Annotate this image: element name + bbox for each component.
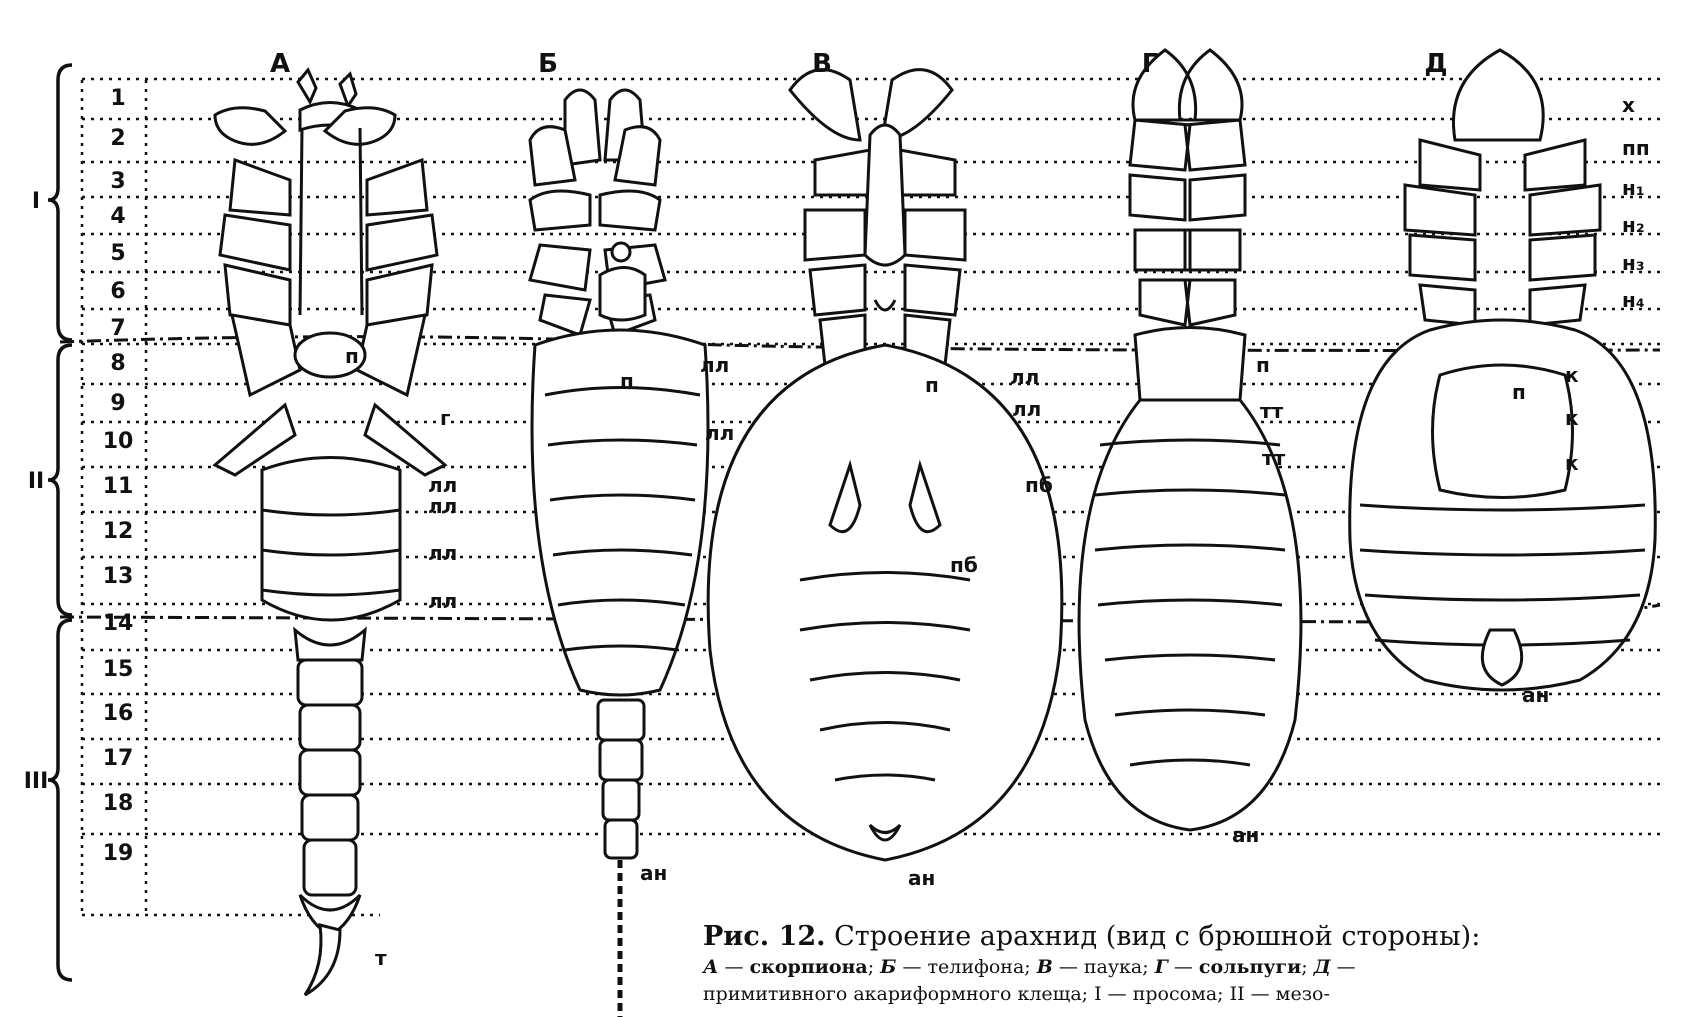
part-label-ll: лл	[1010, 365, 1039, 389]
caption-fragment: скорпиона	[750, 956, 868, 978]
right-label-pp: пп	[1622, 136, 1650, 160]
caption-fragment: Д	[1314, 956, 1331, 978]
part-label-tt: тт	[1260, 399, 1284, 423]
part-label-g: г	[440, 406, 450, 430]
segment-number-9: 9	[110, 391, 125, 416]
segment-number-2: 2	[110, 126, 125, 151]
region-label-II: II	[28, 469, 44, 494]
caption-fragment: ;	[1301, 956, 1313, 978]
segment-number-18: 18	[103, 791, 134, 816]
caption-title-prefix: Рис. 12.	[703, 921, 826, 952]
region-bracket	[48, 345, 72, 615]
part-label-ll: лл	[428, 494, 457, 518]
part-label-ll: лл	[700, 353, 729, 377]
segment-number-15: 15	[103, 657, 134, 682]
caption-fragment: —	[718, 956, 749, 978]
segment-number-10: 10	[103, 429, 134, 454]
segment-number-5: 5	[110, 241, 125, 266]
part-label-ll: лл	[428, 589, 457, 613]
caption-fragment: — телифона;	[896, 956, 1036, 978]
region-bracket	[48, 65, 72, 340]
figure-letter: Д	[1424, 49, 1447, 79]
segment-number-1: 1	[110, 86, 125, 111]
segment-number-3: 3	[110, 169, 125, 194]
part-label-tt: тт	[1262, 446, 1286, 470]
part-label-k: к	[1565, 363, 1579, 387]
caption-fragment: А	[703, 956, 718, 978]
part-label-p: п	[1512, 380, 1526, 404]
figure-g-solifuge	[1079, 50, 1301, 830]
part-label-an: ан	[908, 866, 935, 890]
right-side-labels: х пп н₁ н₂ н₃ н₄	[1622, 93, 1650, 312]
segment-number-19: 19	[103, 841, 134, 866]
figure-letters: А Б В Г Д	[270, 49, 1448, 79]
figure-letter: Б	[538, 49, 558, 79]
segment-number-6: 6	[110, 279, 125, 304]
segment-number-17: 17	[103, 746, 134, 771]
part-label-p: п	[620, 369, 634, 393]
part-label-an: ан	[1232, 823, 1259, 847]
part-label-p: п	[1256, 353, 1270, 377]
segment-number-14: 14	[103, 611, 134, 636]
figure-v-spider	[708, 70, 1062, 860]
figure-b-whipscorpion	[530, 90, 708, 1017]
caption-fragment: Г	[1155, 956, 1168, 978]
part-label-pb: пб	[1025, 473, 1053, 497]
part-label-k: к	[1565, 406, 1579, 430]
figure-a-scorpion	[215, 70, 445, 995]
figure-letter: Г	[1142, 49, 1159, 79]
region-label-III: III	[24, 769, 49, 794]
segment-number-16: 16	[103, 701, 134, 726]
caption-fragment: ;	[868, 956, 880, 978]
segment-number-11: 11	[103, 474, 134, 499]
segment-number-13: 13	[103, 564, 134, 589]
segment-number-4: 4	[110, 204, 125, 229]
caption-fragment: —	[1331, 956, 1356, 978]
part-label-ll: лл	[705, 421, 734, 445]
part-label-ll: лл	[1012, 397, 1041, 421]
segment-number-12: 12	[103, 519, 134, 544]
part-label-an: ан	[1522, 683, 1549, 707]
caption-fragment: В	[1037, 956, 1053, 978]
segment-number-8: 8	[110, 351, 125, 376]
figure-caption: Рис. 12. Строение арахнид (вид с брюшной…	[703, 924, 1688, 1008]
part-label-k: к	[1565, 451, 1579, 475]
caption-title: Рис. 12. Строение арахнид (вид с брюшной…	[703, 924, 1688, 950]
right-label-x: х	[1622, 93, 1635, 117]
right-label-n2: н₂	[1622, 213, 1645, 237]
figure-d-mite	[1350, 50, 1656, 690]
region-label-I: I	[32, 189, 40, 214]
part-label-t: т	[375, 946, 387, 970]
part-label-p: п	[345, 344, 359, 368]
figure-letter: А	[270, 49, 290, 79]
part-label-ll: лл	[428, 541, 457, 565]
caption-fragment: —	[1168, 956, 1199, 978]
part-label-p: п	[925, 373, 939, 397]
right-label-n4: н₄	[1622, 288, 1645, 312]
caption-line-1: А — скорпиона; Б — телифона; В — паука; …	[703, 956, 1356, 978]
caption-fragment: Б	[880, 956, 896, 978]
region-bracket	[48, 620, 72, 980]
caption-line-2: примитивного акариформного клеща; I — пр…	[703, 983, 1330, 1005]
part-label-an: ан	[640, 861, 667, 885]
segment-number-7: 7	[110, 316, 125, 341]
caption-fragment: — паука;	[1053, 956, 1155, 978]
right-label-n1: н₁	[1622, 176, 1645, 200]
right-label-n3: н₃	[1622, 251, 1645, 275]
caption-title-text: Строение арахнид (вид с брюшной стороны)…	[834, 921, 1480, 952]
caption-fragment: сольпуги	[1199, 956, 1301, 978]
figure-letter: В	[812, 49, 832, 79]
part-label-pb: пб	[950, 553, 978, 577]
